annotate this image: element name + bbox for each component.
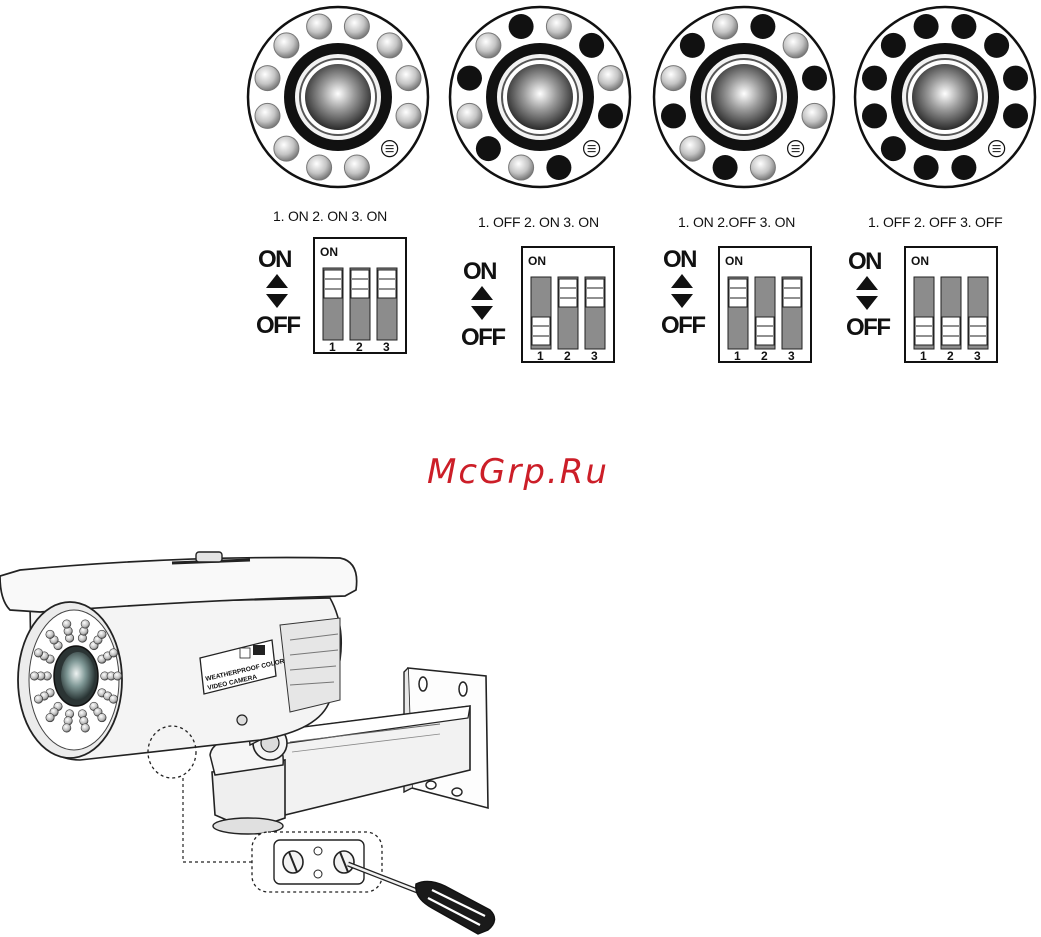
dip-switch-number: 1 bbox=[537, 349, 544, 363]
dip-on-label: ON bbox=[725, 254, 743, 268]
dip-switch-box-4: ON 1 2 3 bbox=[905, 247, 997, 363]
ir-led bbox=[98, 630, 106, 638]
dip-switch-number: 2 bbox=[564, 349, 571, 363]
led-lit bbox=[951, 14, 976, 39]
dip-on-label: ON bbox=[320, 245, 338, 259]
led-unlit bbox=[255, 103, 280, 128]
led-lit bbox=[881, 33, 906, 58]
config-caption-2: 1. OFF 2. ON 3. ON bbox=[478, 214, 599, 230]
dip-switch-number: 2 bbox=[761, 349, 768, 363]
led-unlit bbox=[476, 33, 501, 58]
led-unlit bbox=[509, 155, 534, 180]
led-unlit bbox=[344, 155, 369, 180]
led-lit bbox=[951, 155, 976, 180]
led-unlit bbox=[255, 66, 280, 91]
led-lit bbox=[1003, 66, 1028, 91]
lens-icon bbox=[711, 64, 777, 130]
dip-switch-box-1: ON 1 2 3 bbox=[314, 238, 406, 354]
led-unlit bbox=[802, 103, 827, 128]
led-lit bbox=[914, 14, 939, 39]
dip-switch-number: 1 bbox=[920, 349, 927, 363]
led-unlit bbox=[661, 66, 686, 91]
led-lit bbox=[546, 155, 571, 180]
ir-led bbox=[109, 649, 117, 657]
led-unlit bbox=[680, 136, 705, 161]
led-lit bbox=[750, 14, 775, 39]
dip-switch-number: 3 bbox=[383, 340, 390, 354]
led-lit bbox=[984, 33, 1009, 58]
dip-switch-number: 2 bbox=[947, 349, 954, 363]
led-unlit bbox=[307, 14, 332, 39]
dip-switch-number: 3 bbox=[974, 349, 981, 363]
lens-icon bbox=[912, 64, 978, 130]
ir-led bbox=[63, 620, 71, 628]
led-unlit bbox=[396, 103, 421, 128]
led-rings bbox=[0, 0, 1041, 200]
led-lit bbox=[680, 33, 705, 58]
led-lit bbox=[661, 103, 686, 128]
led-unlit bbox=[598, 66, 623, 91]
dip-on-label: ON bbox=[528, 254, 546, 268]
led-unlit bbox=[783, 33, 808, 58]
led-lit bbox=[862, 66, 887, 91]
led-ring-3 bbox=[654, 7, 834, 187]
config-caption-1: 1. ON 2. ON 3. ON bbox=[273, 208, 387, 224]
ir-led bbox=[109, 695, 117, 703]
led-lit bbox=[457, 66, 482, 91]
led-unlit bbox=[396, 66, 421, 91]
led-unlit bbox=[344, 14, 369, 39]
dip-switch-number: 3 bbox=[591, 349, 598, 363]
led-lit bbox=[579, 33, 604, 58]
led-unlit bbox=[377, 33, 402, 58]
led-lit bbox=[598, 103, 623, 128]
ir-led bbox=[113, 672, 121, 680]
dip-on-label: ON bbox=[911, 254, 929, 268]
dip-switch-boxes: ON 1 2 3 ON 1 2 3 ON 1 2 3 ON 1 2 3 bbox=[0, 230, 1041, 370]
config-caption-3: 1. ON 2.OFF 3. ON bbox=[678, 214, 795, 230]
led-unlit bbox=[274, 136, 299, 161]
ir-led bbox=[81, 724, 89, 732]
ir-led bbox=[34, 649, 42, 657]
ir-led bbox=[30, 672, 38, 680]
watermark: McGrp.Ru bbox=[427, 452, 609, 492]
dip-switch-box-2: ON 1 2 3 bbox=[522, 247, 614, 363]
led-lit bbox=[476, 136, 501, 161]
ir-led bbox=[46, 713, 54, 721]
ir-led bbox=[46, 630, 54, 638]
led-lit bbox=[881, 136, 906, 161]
lens-icon bbox=[305, 64, 371, 130]
led-ring-4 bbox=[855, 7, 1035, 187]
led-unlit bbox=[750, 155, 775, 180]
led-unlit bbox=[274, 33, 299, 58]
led-unlit bbox=[457, 103, 482, 128]
dip-switch-box-3: ON 1 2 3 bbox=[719, 247, 811, 363]
camera-illustration: WEATHERPROOF COLOR VIDEO CAMERA bbox=[0, 540, 520, 937]
led-unlit bbox=[307, 155, 332, 180]
led-lit bbox=[914, 155, 939, 180]
dip-switch-number: 1 bbox=[734, 349, 741, 363]
led-lit bbox=[1003, 103, 1028, 128]
detail-adjustment-panel bbox=[252, 832, 382, 892]
lens-icon bbox=[507, 64, 573, 130]
ir-led bbox=[98, 713, 106, 721]
ir-led bbox=[63, 724, 71, 732]
ir-led bbox=[81, 620, 89, 628]
led-lit bbox=[509, 14, 534, 39]
dip-switch-number: 2 bbox=[356, 340, 363, 354]
dip-switch-number: 1 bbox=[329, 340, 336, 354]
camera-front-face bbox=[18, 602, 122, 758]
led-unlit bbox=[713, 14, 738, 39]
ir-led bbox=[34, 695, 42, 703]
dip-switch-number: 3 bbox=[788, 349, 795, 363]
led-ring-2 bbox=[450, 7, 630, 187]
led-lit bbox=[802, 66, 827, 91]
led-unlit bbox=[546, 14, 571, 39]
led-ring-1 bbox=[248, 7, 428, 187]
config-caption-4: 1. OFF 2. OFF 3. OFF bbox=[868, 214, 1002, 230]
led-lit bbox=[862, 103, 887, 128]
led-lit bbox=[713, 155, 738, 180]
screwdriver-icon bbox=[348, 864, 495, 934]
